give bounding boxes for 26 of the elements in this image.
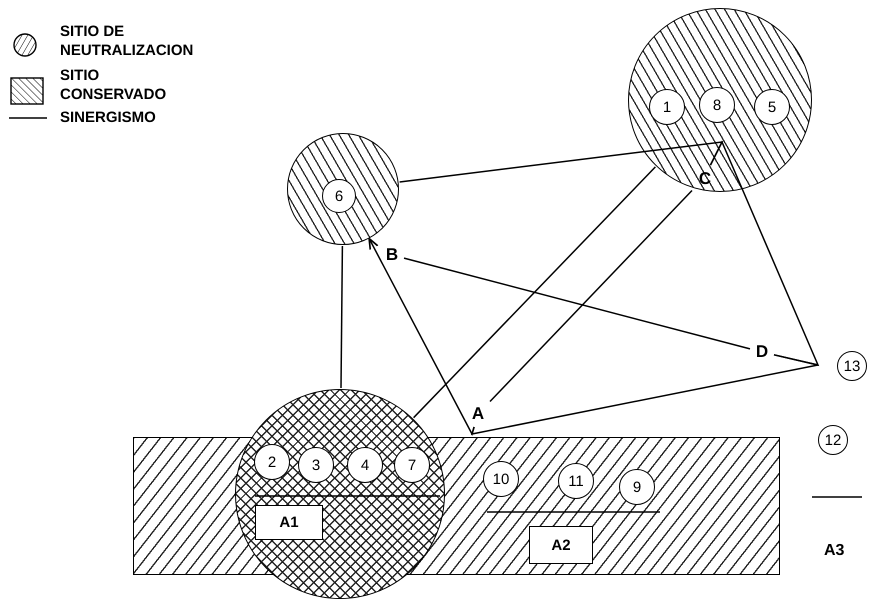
numbered-circle: 12	[818, 425, 848, 455]
connector-line	[489, 190, 693, 402]
region-label: A2	[529, 526, 593, 564]
region-label: A1	[255, 504, 323, 540]
connector-line	[340, 246, 344, 388]
numbered-circle: 10	[483, 461, 519, 497]
connector-line	[710, 140, 820, 366]
legend-text: SINERGISMO	[60, 108, 157, 127]
region-name: A3	[824, 542, 844, 560]
connector-line	[413, 166, 656, 418]
connector-line	[470, 354, 819, 435]
legend-text: SITIO CONSERVADO	[60, 66, 168, 104]
legend-text: SITIO DE NEUTRALIZACION	[60, 22, 194, 60]
numbered-circle: 11	[558, 463, 594, 499]
numbered-circle: 5	[754, 89, 790, 125]
numbered-circle: 9	[619, 469, 655, 505]
connector-line	[400, 141, 724, 183]
site-letter: D	[753, 342, 771, 362]
site-letter: B	[383, 245, 401, 265]
site-letter: A	[469, 404, 487, 424]
numbered-circle: 13	[837, 351, 867, 381]
connector-line	[404, 257, 750, 350]
arrow	[368, 238, 475, 436]
numbered-circle: 1	[649, 89, 685, 125]
numbered-circle: 8	[699, 87, 735, 123]
numbered-circle: 6	[322, 179, 356, 213]
